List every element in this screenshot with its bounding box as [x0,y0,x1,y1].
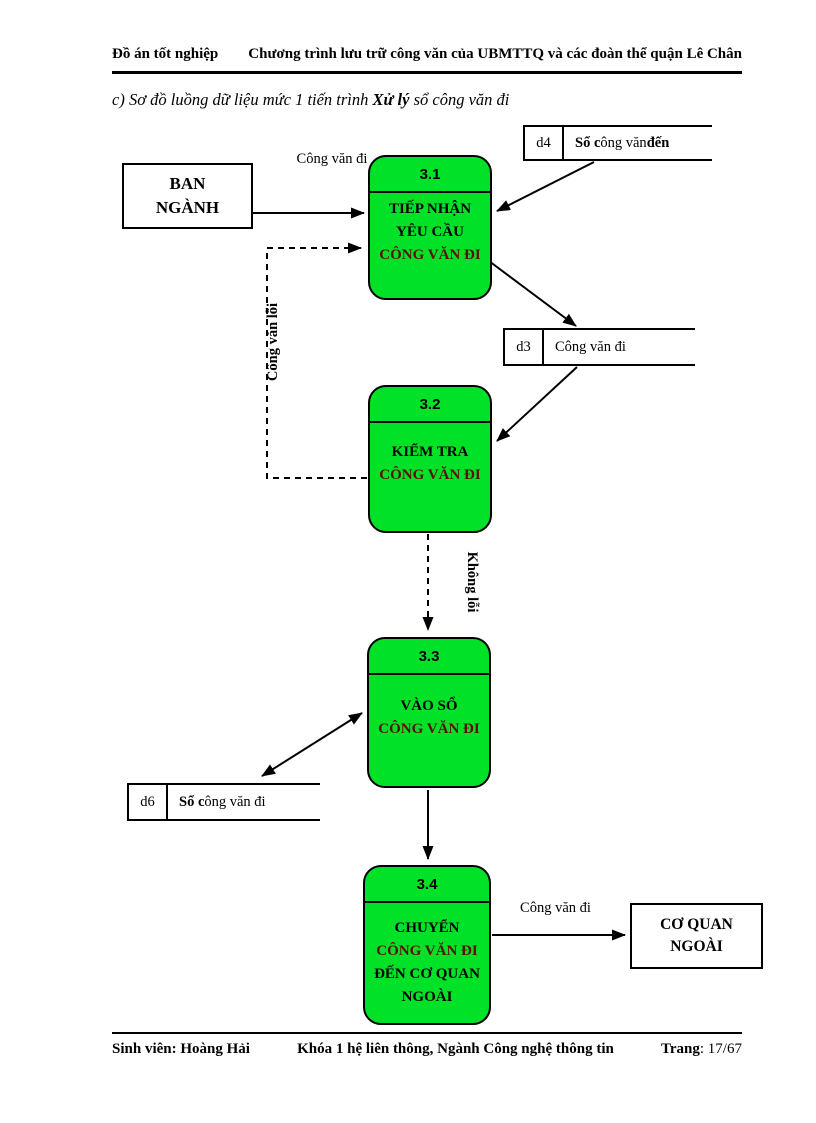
arrow-d4-to-3-1 [496,161,595,212]
store-d3-id: d3 [505,330,544,364]
store-d4-label-bold: Sổ c [575,134,601,151]
process-3-1-object: CÔNG VĂN ĐI [379,247,481,263]
section-title-prefix: c) Sơ đồ luồng dữ liệu mức 1 tiến trình [112,90,373,109]
header-doc-type: Đồ án tốt nghiệp [112,46,219,62]
section-title-suffix: sổ công văn đi [409,90,510,109]
section-title-emphasis: Xử lý [372,90,410,109]
footer-course: Khóa 1 hệ liên thông, Ngành Công nghệ th… [297,1041,614,1057]
footer-page-label: Trang [660,1041,700,1057]
process-3-4-object: CÔNG VĂN ĐI [376,943,478,959]
store-d4-id: d4 [525,127,564,159]
flow-label-cong-van-loi: Công văn lỗi [265,302,281,382]
store-d6-label-mid: ông văn đi [204,793,266,810]
footer-page-value: : 17/67 [699,1041,742,1057]
process-3-1-number: 3.1 [370,157,490,193]
process-3-3-object: CÔNG VĂN ĐI [378,720,480,737]
arrow-3-1-to-d3 [488,260,577,327]
process-3-1-label: TIẾP NHẬN YÊU CẦU CÔNG VĂN ĐI [370,193,490,298]
process-3-4-extra: ĐẾN CƠ QUAN NGOÀI [374,966,480,1005]
store-d6-label-bold: Sổ c [179,793,205,810]
store-d6-id: d6 [129,785,168,819]
arrow-d3-to-3-2 [496,366,578,442]
process-3-2: 3.2 KIỂM TRA CÔNG VĂN ĐI [368,385,492,533]
flow-label-cong-van-di-top: Công văn đi [296,151,368,167]
flow-label-cong-van-di-out: Công văn đi [520,900,591,916]
process-3-3: 3.3 VÀO SỔ CÔNG VĂN ĐI [367,637,491,788]
process-3-2-name: KIỂM TRA [391,444,469,460]
process-3-3-number: 3.3 [369,639,489,675]
process-3-3-name: VÀO SỔ [400,697,458,714]
footer-rule [112,1032,742,1034]
process-3-4-label: CHUYỂN CÔNG VĂN ĐI ĐẾN CƠ QUAN NGOÀI [365,903,489,1023]
store-d3-label-mid: Công văn đi [555,338,626,355]
process-3-2-number: 3.2 [370,387,490,423]
process-3-2-object: CÔNG VĂN ĐI [379,467,481,483]
process-3-4-number: 3.4 [365,867,489,903]
page-header: Đồ án tốt nghiệp Chương trình lưu trữ cô… [112,46,742,63]
header-doc-title: Chương trình lưu trữ công văn của UBMTTQ… [248,46,742,62]
store-d4-label-mid: ông văn [600,134,647,151]
store-d3: d3 Công văn đi [503,328,695,366]
process-3-4-name: CHUYỂN [394,920,460,936]
section-title: c) Sơ đồ luồng dữ liệu mức 1 tiến trình … [112,90,752,110]
entity-ban-nganh: BAN NGÀNH [122,163,253,229]
header-rule [112,71,742,74]
store-d4-label-bold2: đến [646,134,670,151]
footer-page-number: Trang: 17/67 [661,1041,742,1058]
process-3-2-label: KIỂM TRA CÔNG VĂN ĐI [370,423,490,531]
footer-student: Sinh viên: Hoàng Hải [112,1041,250,1057]
entity-co-quan-ngoai: CƠ QUAN NGOÀI [630,903,763,969]
arrow-3-3-d6-bidirectional [261,712,363,777]
process-3-1: 3.1 TIẾP NHẬN YÊU CẦU CÔNG VĂN ĐI [368,155,492,300]
process-3-1-name: TIẾP NHẬN YÊU CẦU [388,201,472,240]
page-footer: Sinh viên: Hoàng Hải Khóa 1 hệ liên thôn… [112,1041,742,1058]
process-3-4: 3.4 CHUYỂN CÔNG VĂN ĐI ĐẾN CƠ QUAN NGOÀI [363,865,491,1025]
store-d3-label: Công văn đi [544,330,695,364]
flow-label-khong-loi: Không lỗi [464,551,480,613]
process-3-3-label: VÀO SỔ CÔNG VĂN ĐI [369,675,489,786]
